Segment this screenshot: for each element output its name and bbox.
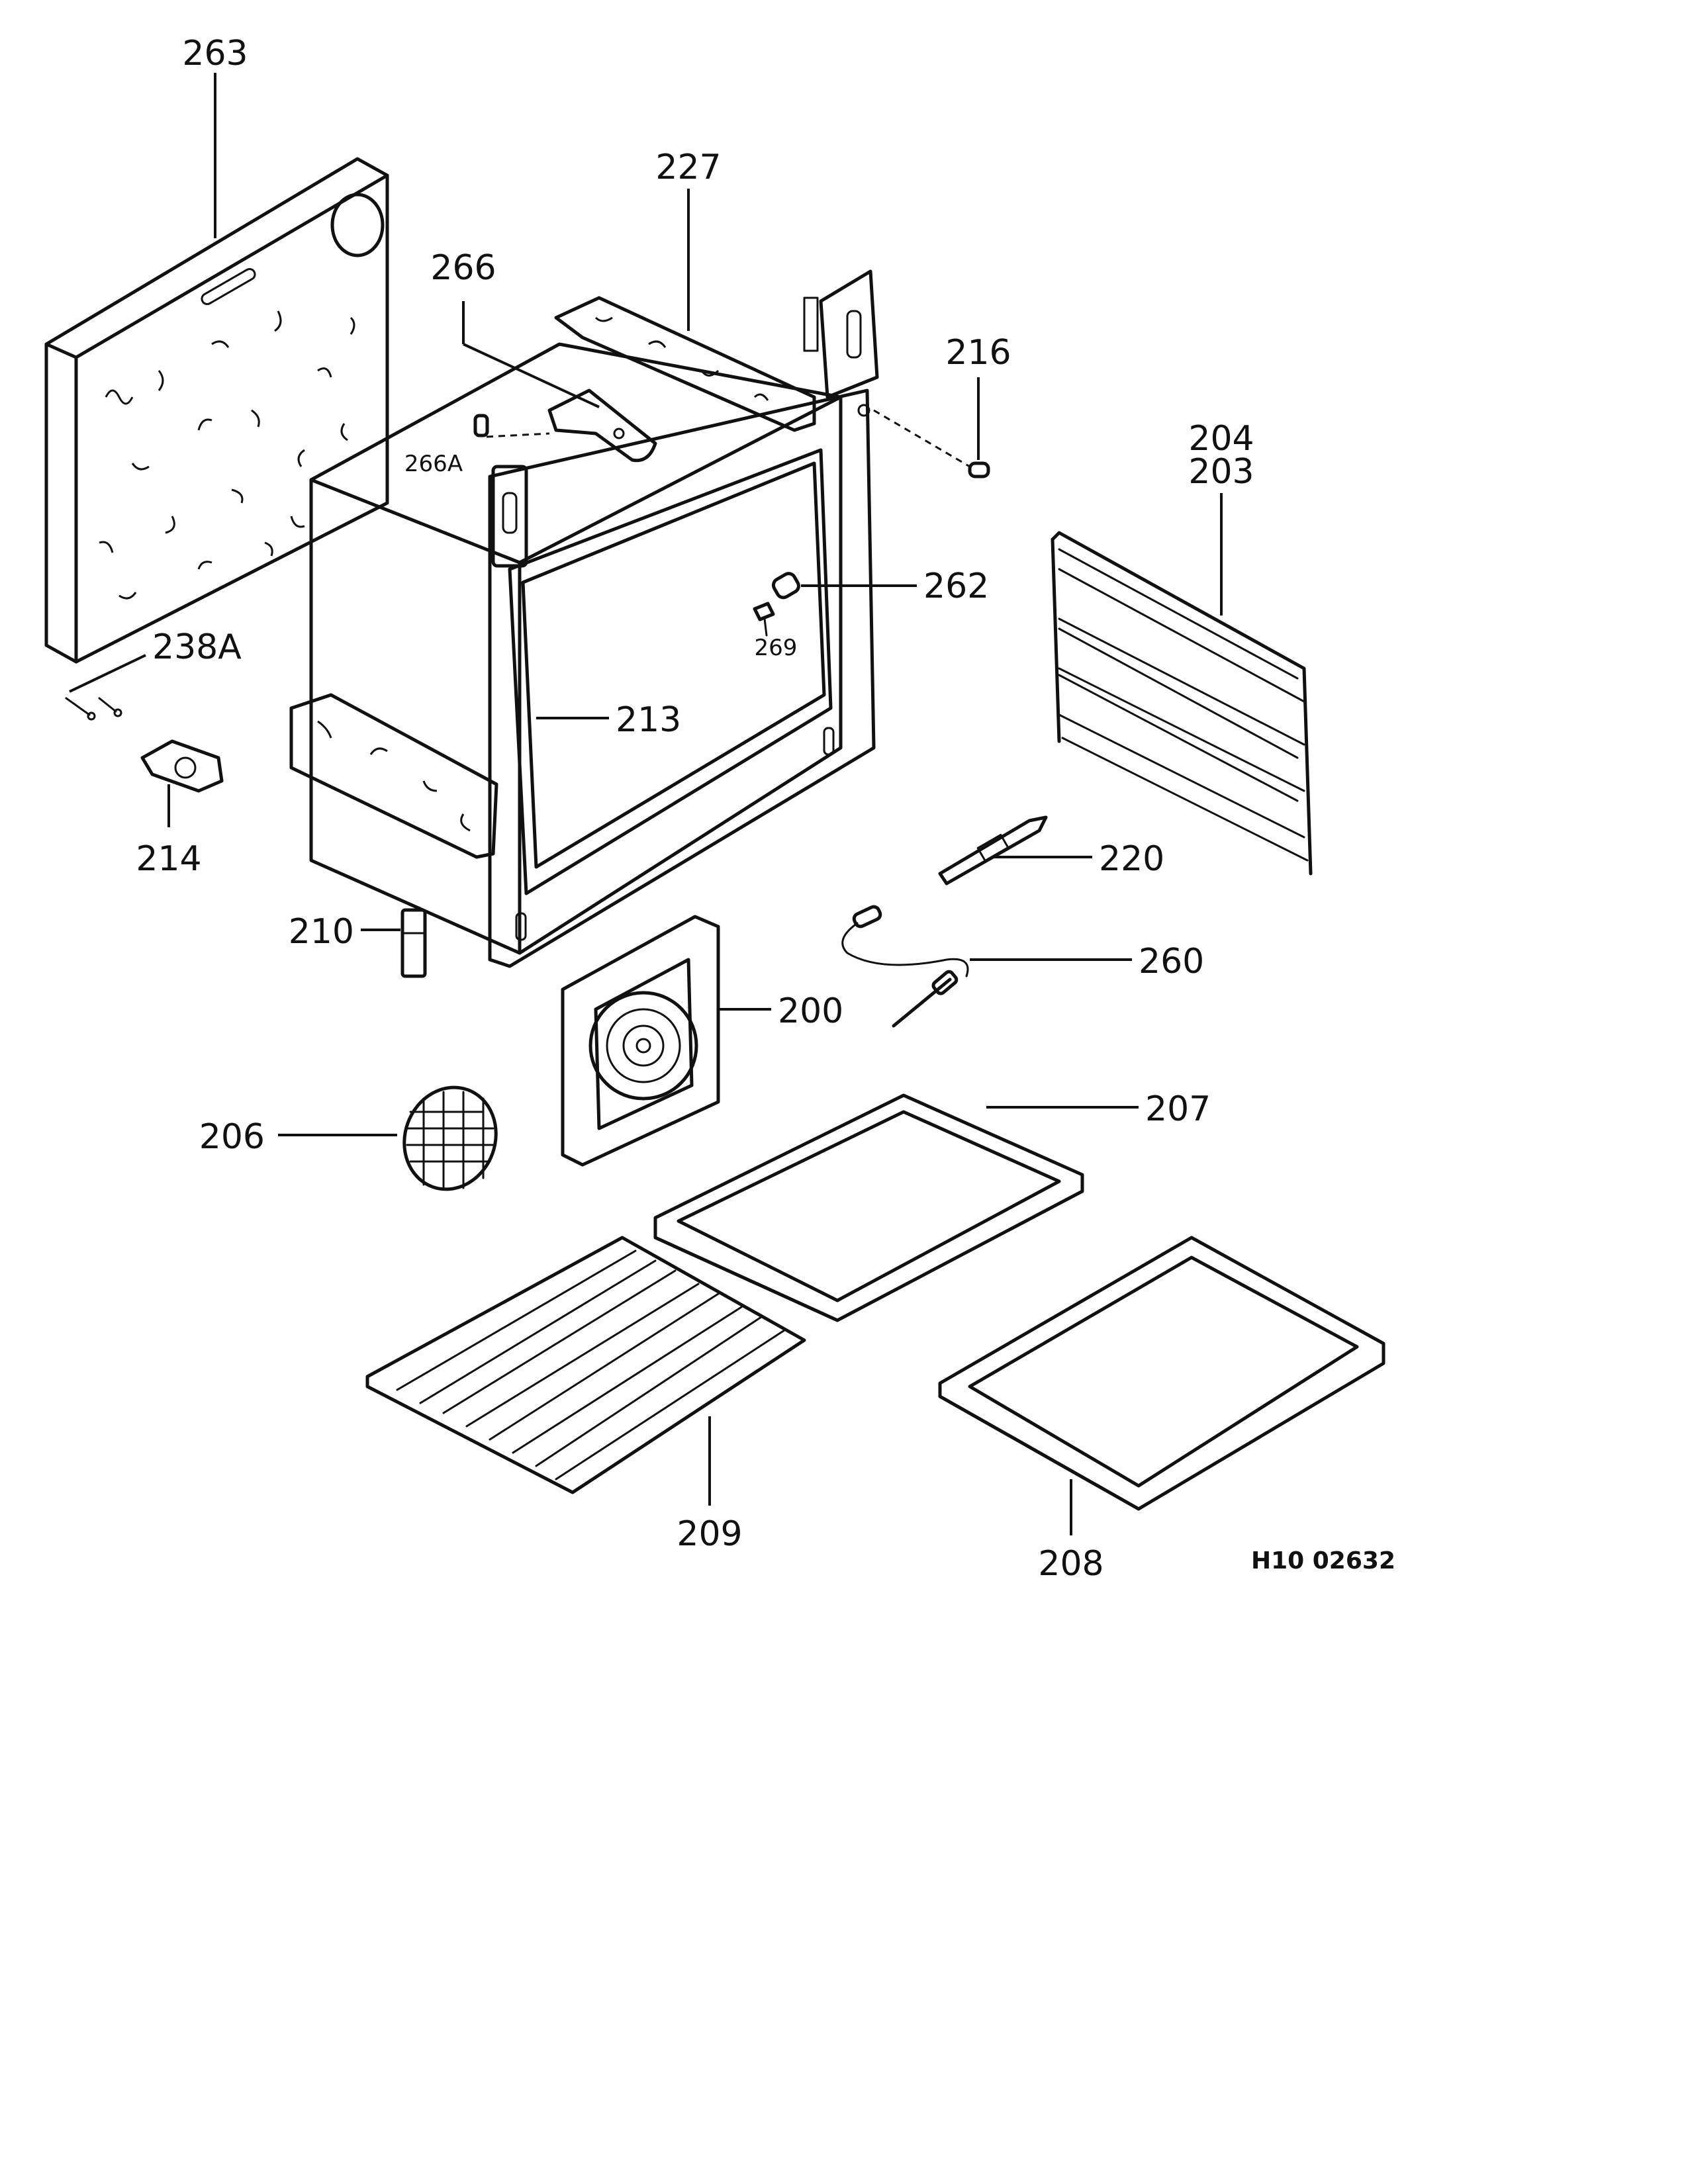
probe-260 [841,905,969,1028]
front-frame [488,269,879,968]
baking-tray-208 [938,1236,1385,1511]
callout-263: 263 [182,34,248,73]
shelf-supports-204-203 [1051,531,1313,876]
leader-lines [69,73,1223,1535]
lamp-216 [873,409,990,478]
callout-208: 208 [1038,1544,1103,1584]
element-220 [938,815,1048,886]
callout-227: 227 [655,148,721,187]
callout-216: 216 [945,333,1011,373]
callout-220: 220 [1099,839,1164,879]
callout-207: 207 [1145,1089,1211,1129]
oven-cavity-227 [289,296,843,955]
lamp-holder-214 [140,739,224,793]
callout-269: 269 [755,635,798,661]
insulation-panel-263 [44,157,389,664]
callout-204: 204 [1188,419,1254,459]
diagram-code: H10 02632 [1251,1547,1395,1574]
callout-238A: 238A [152,627,242,667]
callout-200: 200 [778,991,843,1031]
callout-labels: 263 227 266 266A 216 204 203 262 269 238… [136,34,1395,1584]
clip-269 [753,602,775,637]
callout-206: 206 [199,1117,265,1157]
callout-214: 214 [136,839,201,879]
tray-207 [653,1093,1084,1322]
switch-210 [400,908,427,978]
screws-238A [65,697,122,721]
callout-210: 210 [289,912,354,952]
screw-266A [473,414,550,438]
fan-cover-200 [561,915,720,1167]
callout-262: 262 [923,567,989,606]
callout-266: 266 [430,248,496,288]
callout-213: 213 [616,700,681,740]
grease-filter-206 [402,1085,498,1191]
grid-shelf-209 [365,1236,806,1494]
callout-266A: 266A [404,451,463,477]
bracket-266 [547,388,657,463]
callout-209: 209 [677,1514,742,1554]
callout-260: 260 [1139,942,1204,981]
callout-203: 203 [1188,452,1254,492]
sensor-262 [771,572,800,600]
